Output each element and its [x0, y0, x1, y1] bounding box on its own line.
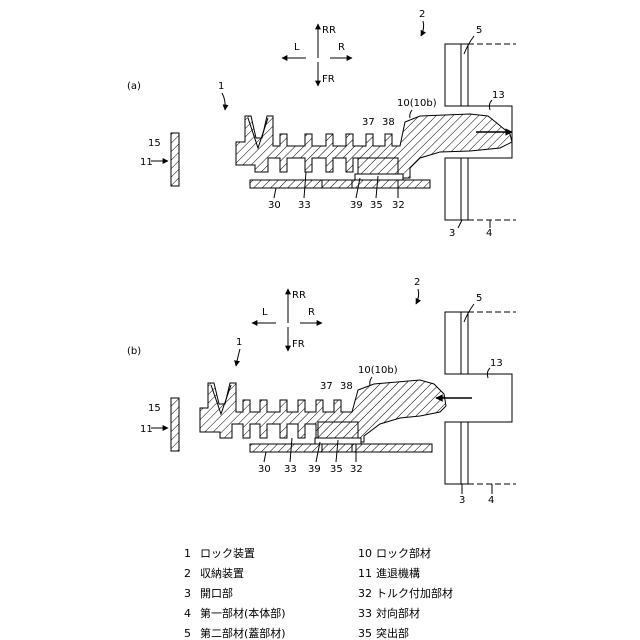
legend-left-num-3: 4 [184, 607, 191, 620]
ref-15-a: 15 [148, 138, 161, 149]
ref-4-a: 4 [486, 228, 492, 239]
ref-33-b: 33 [284, 464, 297, 475]
ref-38-b: 38 [340, 381, 353, 392]
part-35-protrusion-a [358, 158, 398, 176]
part-32-torque-member-a [355, 174, 403, 180]
dir-l-a: L [294, 42, 300, 53]
ref-1-b: 1 [236, 337, 242, 348]
ref-32-a: 32 [392, 200, 405, 211]
part-15-plate-a [171, 133, 179, 186]
panel-b-label: (b) [127, 346, 141, 357]
legend-right-num-0: 10 [358, 547, 372, 560]
direction-compass-a: RR FR L R [282, 24, 352, 86]
ref-35-a: 35 [370, 200, 383, 211]
ref-39-a: 39 [350, 200, 363, 211]
ref-3-a: 3 [449, 228, 455, 239]
ref-30-a: 30 [268, 200, 281, 211]
part-30-base-bar-b [250, 444, 432, 452]
ref-38-a: 38 [382, 117, 395, 128]
legend-right-num-1: 11 [358, 567, 372, 580]
legend-left-text-1: 収納装置 [200, 567, 244, 580]
ref-15-b: 15 [148, 403, 161, 414]
legend-left-text-4: 第二部材(蓋部材) [200, 626, 286, 640]
ref-5-b: 5 [476, 293, 482, 304]
ref-10-a: 10(10b) [397, 98, 437, 109]
legend-right-text-0: ロック部材 [376, 546, 431, 560]
dir-fr-b: FR [292, 339, 305, 350]
direction-compass-b: RR FR L R [252, 289, 322, 351]
ref-32-b: 32 [350, 464, 363, 475]
legend-left: 1 ロック装置 2 収納装置 3 開口部 4 第一部材(本体部) 5 第二部材(… [184, 547, 286, 640]
ref-4-b: 4 [488, 495, 494, 506]
ref-30-b: 30 [258, 464, 271, 475]
ref-11-a: 11 [140, 157, 153, 168]
legend-left-text-3: 第一部材(本体部) [200, 606, 286, 620]
dir-l-b: L [262, 307, 268, 318]
ref-2-a: 2 [419, 9, 425, 20]
panel-b: (b) RR FR L R 15 11 1 [127, 277, 516, 506]
ref-11-b: 11 [140, 424, 153, 435]
legend-right-text-3: 対向部材 [376, 606, 420, 620]
dir-fr-a: FR [322, 74, 335, 85]
legend-right-text-4: 突出部 [376, 626, 409, 640]
panel-a: (a) RR FR L R 15 11 1 [127, 9, 516, 239]
ref-1-a: 1 [218, 81, 224, 92]
ref-33-a: 33 [298, 200, 311, 211]
ref-5-a: 5 [476, 25, 482, 36]
ref-3-b: 3 [459, 495, 465, 506]
ref-35-b: 35 [330, 464, 343, 475]
legend-right-num-3: 33 [358, 607, 372, 620]
legend-left-num-2: 3 [184, 587, 191, 600]
ref-39-b: 39 [308, 464, 321, 475]
panel-a-label: (a) [127, 81, 141, 92]
part-15-plate-b [171, 398, 179, 451]
legend-right-text-2: トルク付加部材 [376, 586, 453, 600]
legend-right: 10 ロック部材 11 進退機構 32 トルク付加部材 33 対向部材 35 突… [358, 546, 453, 640]
legend-right-text-1: 進退機構 [376, 566, 420, 580]
ref-2-b: 2 [414, 277, 420, 288]
dir-r-a: R [338, 42, 345, 53]
legend-left-num-1: 2 [184, 567, 191, 580]
legend-right-num-2: 32 [358, 587, 372, 600]
ref-10-b: 10(10b) [358, 365, 398, 376]
ref-37-b: 37 [320, 381, 333, 392]
legend-left-num-0: 1 [184, 547, 191, 560]
legend-left-text-0: ロック装置 [200, 547, 255, 560]
legend-right-num-4: 35 [358, 627, 372, 640]
part-35-protrusion-b [318, 422, 358, 440]
legend-left-text-2: 開口部 [200, 586, 233, 600]
legend-left-num-4: 5 [184, 627, 191, 640]
dir-rr-a: RR [322, 25, 336, 36]
part-30-base-bar-a [250, 180, 430, 188]
dir-r-b: R [308, 307, 315, 318]
ref-37-a: 37 [362, 117, 375, 128]
legend: 1 ロック装置 2 収納装置 3 開口部 4 第一部材(本体部) 5 第二部材(… [184, 546, 453, 640]
ref-13-a: 13 [492, 90, 505, 101]
dir-rr-b: RR [292, 290, 306, 301]
ref-13-b: 13 [490, 358, 503, 369]
